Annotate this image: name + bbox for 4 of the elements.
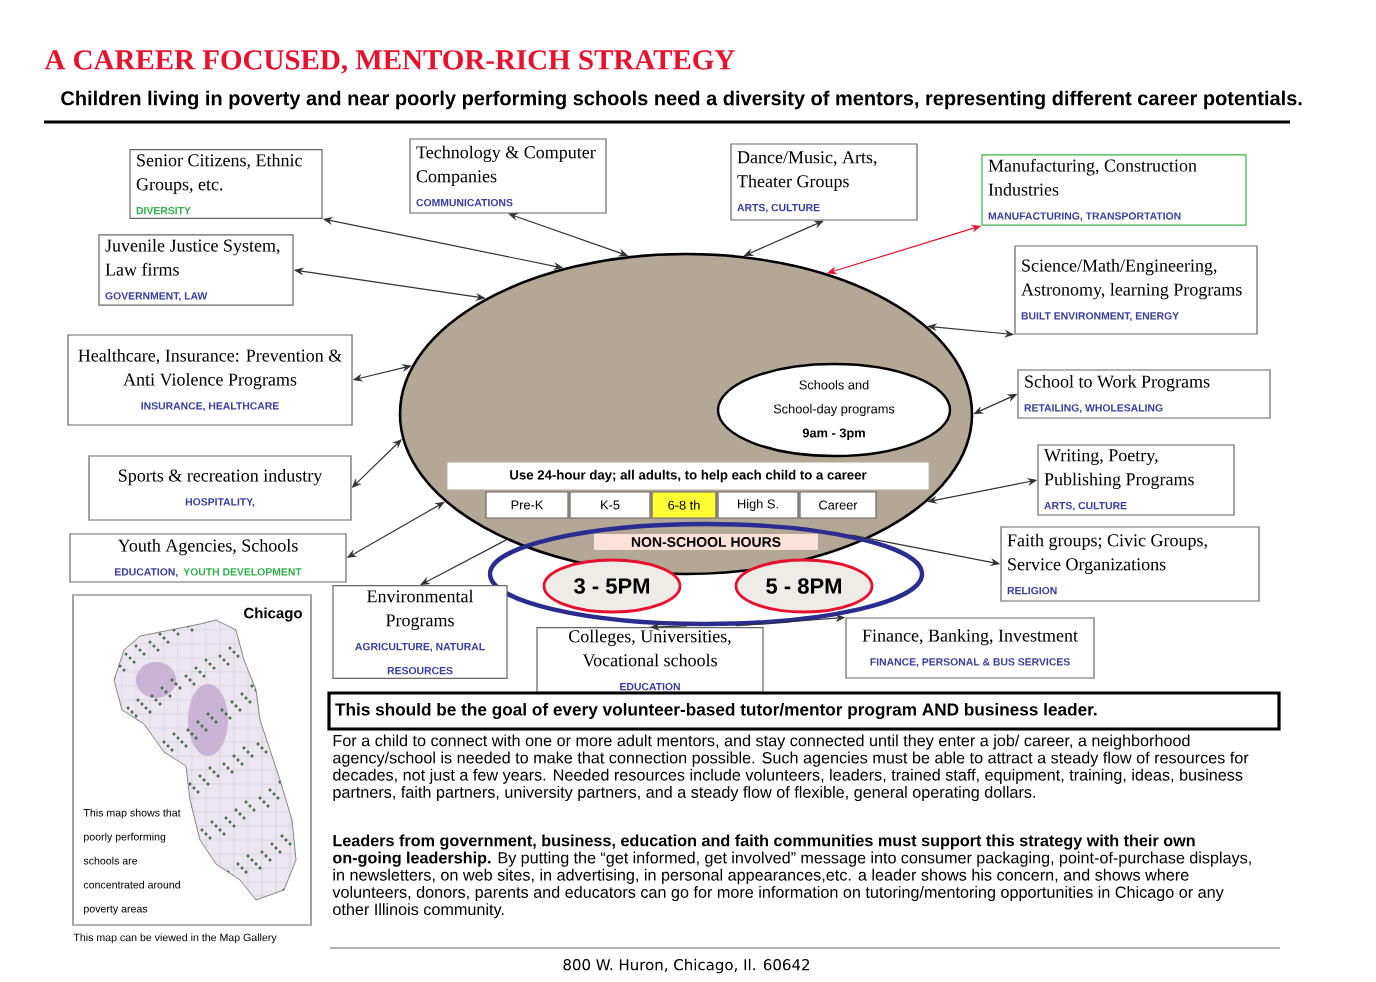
- title: A CAREER FOCUSED, MENTOR-RICH STRATEGY: [44, 50, 735, 74]
- paragraph: For a child to connect with one or more adult mentors, and stay connected until they enter a job/ career, a neighborhood agency/school is needed to make that connection possible. Such agencies must be able to attract a steady flow of resources for decades, not just a few years. Needed resources include volunteers, leaders, trained staff, equipment, training, ideas, business partners, faith partners, university partners, and a steady flow of flexible, general operating dollars.: [333, 734, 1249, 802]
- subtitle: Children living in poverty and near poorly performing schools need a diversity of mentors, representing different career potentials.: [61, 90, 1302, 110]
- paragraph: Leaders from government, business, education and faith communities must support this strategy with their own on-going leadership. By putting the “get informed, get involved” message into consumer packaging, point-of-purchase displays, in newsletters, on web sites, in advertising, in personal appearances,etc. a leader shows his concern, and shows where volunteers, donors, parents and educators can go for more information on tutoring/mentoring opportunities in Chicago or any other Illinois community.: [332, 834, 1251, 919]
